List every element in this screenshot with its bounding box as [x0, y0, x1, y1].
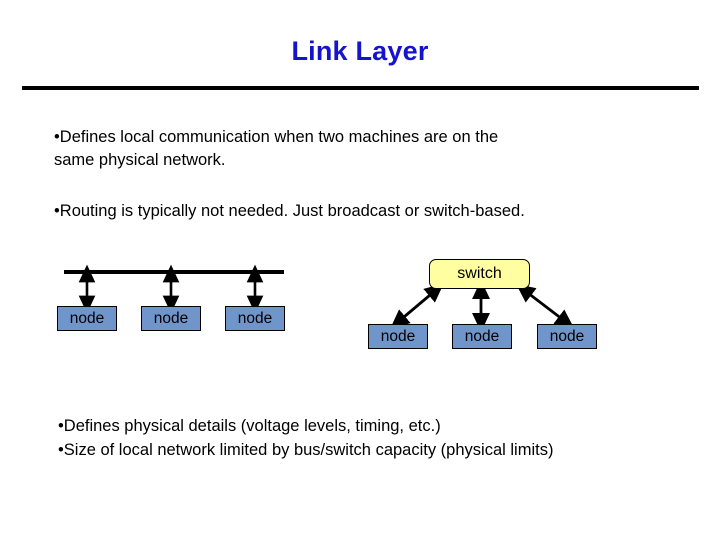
bullets-physical-details: •Defines physical details (voltage level…	[58, 414, 698, 462]
bullet-line: •Routing is typically not needed. Just b…	[54, 202, 525, 220]
switch-node-2-label: node	[464, 328, 500, 345]
bullet-line: same physical network.	[54, 151, 226, 169]
bullet-line: •Size of local network limited by bus/sw…	[58, 441, 554, 459]
page-title: Link Layer	[291, 36, 429, 66]
bus-node-2-label: node	[153, 310, 189, 327]
bus-node-3[interactable]: node	[225, 306, 285, 331]
bullet-defines-local-communication: •Defines local communication when two ma…	[54, 126, 634, 172]
switch-label: switch	[457, 265, 502, 282]
switch-link-arrow-right	[515, 283, 575, 329]
switch-link-arrow-left	[390, 283, 444, 329]
switch-node-1-label: node	[380, 328, 416, 345]
bullet-line: •Defines physical details (voltage level…	[58, 417, 441, 435]
network-diagram: node node node switch node node node	[0, 246, 720, 366]
bus-node-3-label: node	[237, 310, 273, 327]
bullet-routing-not-needed: •Routing is typically not needed. Just b…	[54, 200, 654, 223]
switch-node-3[interactable]: node	[537, 324, 597, 349]
bus-node-1[interactable]: node	[57, 306, 117, 331]
bus-node-1-label: node	[69, 310, 105, 327]
bus-node-2[interactable]: node	[141, 306, 201, 331]
title-divider	[22, 86, 699, 90]
switch-node-1[interactable]: node	[368, 324, 428, 349]
switch-node-2[interactable]: node	[452, 324, 512, 349]
bullet-line: •Defines local communication when two ma…	[54, 128, 499, 146]
bus-diagram-lines	[64, 264, 575, 333]
switch-node-3-label: node	[549, 328, 585, 345]
switch-box[interactable]: switch	[429, 259, 530, 289]
